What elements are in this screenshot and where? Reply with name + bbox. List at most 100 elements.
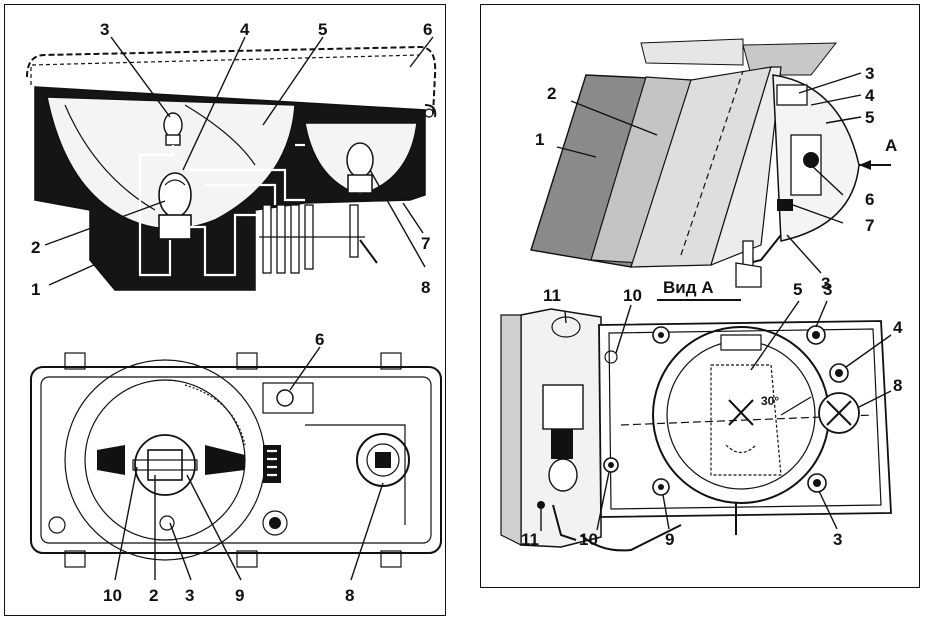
callout-front-3: 3 — [185, 586, 194, 605]
parking-bulb — [163, 112, 183, 146]
callout-side-1: 1 — [535, 130, 544, 149]
body-panel-corner — [742, 42, 838, 76]
vent-grill — [263, 445, 281, 483]
turn-lamp-wire — [552, 504, 577, 541]
callout-rear-9: 9 — [665, 530, 674, 549]
turn-signal-socket — [356, 433, 410, 487]
turn-lamp-connector — [551, 429, 573, 459]
turn-lamp-screw — [537, 501, 545, 509]
left-panel-drawing: 3 4 5 6 2 1 7 8 — [26, 20, 442, 605]
rear-wire-dashes — [725, 444, 757, 454]
left-panel: 3 4 5 6 2 1 7 8 — [4, 4, 446, 616]
view-a-title: Вид А — [663, 278, 714, 297]
headlamp-rear-view: Вид А — [500, 278, 903, 552]
angle-label: 30° — [761, 394, 779, 408]
callout-top-1: 1 — [31, 280, 40, 299]
wire-3 — [185, 168, 305, 202]
rear-bulb-cap — [803, 152, 819, 168]
callout-top-6: 6 — [423, 20, 432, 39]
mount-tab-2 — [236, 352, 258, 370]
adjuster-knob-center — [269, 517, 281, 529]
callout-rear-10b: 10 — [579, 530, 598, 549]
headlamp-front-view: 6 10 2 3 9 8 — [30, 330, 442, 605]
reflector-hatch — [184, 384, 246, 446]
right-panel: 3 4 5 2 1 A 6 7 3 Вид А — [480, 4, 920, 588]
main-bulb — [158, 172, 192, 240]
main-bulb-socket — [147, 449, 183, 481]
callout-side-6: 6 — [865, 190, 874, 209]
front-housing-outer — [30, 366, 442, 554]
callout-side-7: 7 — [865, 216, 874, 235]
callout-top-3: 3 — [100, 20, 109, 39]
callout-rear-4: 4 — [893, 318, 903, 337]
rear-adjuster — [777, 199, 793, 211]
headlamp-section-view: 3 4 5 6 2 1 7 8 — [26, 20, 437, 299]
rear-cover-tab — [720, 334, 762, 351]
callout-front-10: 10 — [103, 586, 122, 605]
reflector-shading-2 — [184, 104, 256, 166]
right-panel-drawing: 3 4 5 2 1 A 6 7 3 Вид А — [500, 38, 903, 552]
mount-tab-1 — [64, 352, 86, 370]
mount-screw-left — [604, 350, 618, 364]
callout-top-8: 8 — [421, 278, 430, 297]
reflector-shading-1 — [64, 104, 156, 211]
callout-rear-3b: 3 — [833, 530, 842, 549]
housing-clip — [424, 104, 437, 118]
callout-rear-8: 8 — [893, 376, 902, 395]
adjuster-6 — [276, 389, 294, 407]
headlamp-side-view: 3 4 5 2 1 A 6 7 3 — [530, 38, 897, 293]
main-housing-inner — [608, 328, 882, 510]
turn-lamp-bulb-socket — [542, 384, 584, 430]
callout-top-4: 4 — [240, 20, 250, 39]
callout-side-2: 2 — [547, 84, 556, 103]
callout-top-5: 5 — [318, 20, 327, 39]
callout-side-5: 5 — [865, 108, 874, 127]
wire-2 — [187, 213, 267, 277]
parking-lamp-socket — [159, 515, 175, 531]
callout-rear-5: 5 — [793, 280, 802, 299]
bulb-retaining-spring — [132, 459, 198, 471]
rear-bulb-cross-2 — [728, 399, 754, 426]
callout-side-A: A — [885, 136, 897, 155]
callout-rear-3: 3 — [823, 280, 832, 299]
wire-1 — [138, 145, 175, 277]
connector-pins — [259, 204, 378, 274]
adjuster-knob — [262, 510, 288, 536]
callout-side-4: 4 — [865, 86, 875, 105]
turn-lamp-bulb — [548, 458, 578, 492]
mount-tab-3 — [380, 352, 402, 370]
callout-front-2: 2 — [149, 586, 158, 605]
callout-front-6: 6 — [315, 330, 324, 349]
lens-inner-outline — [30, 54, 421, 85]
turn-signal-bulb — [346, 142, 374, 194]
corner-screw — [48, 516, 66, 534]
mount-tab-4 — [64, 550, 86, 568]
rear-wire — [580, 524, 682, 552]
angle-line — [780, 396, 812, 416]
callout-side-3b: 3 — [821, 274, 830, 293]
rear-bulb-outline — [710, 364, 782, 476]
callout-rear-11: 11 — [543, 286, 561, 305]
lens-outline — [26, 45, 437, 116]
turn-signal-socket-core — [375, 452, 391, 468]
reflector-mark-right — [205, 445, 245, 475]
callout-top-7: 7 — [421, 234, 430, 253]
turn-lamp-edge — [500, 314, 522, 546]
callout-side-3: 3 — [865, 64, 874, 83]
front-housing-inner — [40, 376, 432, 544]
side-plug — [735, 262, 762, 288]
reflector-mark-left — [97, 445, 125, 475]
body-panel-top — [640, 38, 744, 66]
mount-tab-5 — [236, 550, 258, 568]
mount-tab-6 — [380, 550, 402, 568]
connector-housing — [262, 382, 314, 414]
callout-top-2: 2 — [31, 238, 40, 257]
callout-rear-11b: 11 — [521, 530, 539, 549]
callout-rear-10: 10 — [623, 286, 642, 305]
callout-front-9: 9 — [235, 586, 244, 605]
view-arrow-a-head — [859, 160, 871, 170]
callout-front-8: 8 — [345, 586, 354, 605]
wire-4 — [205, 183, 277, 205]
main-housing-rear — [598, 320, 892, 518]
housing-clip-hole — [424, 108, 434, 118]
